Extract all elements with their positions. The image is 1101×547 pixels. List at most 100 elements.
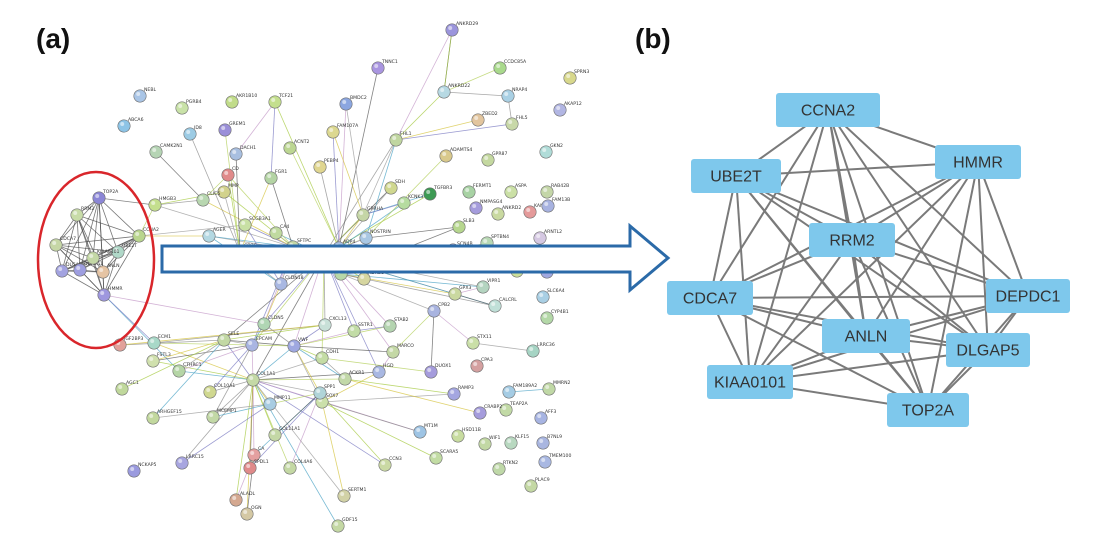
panel-a-edge xyxy=(263,283,282,325)
panel-a-edge xyxy=(76,214,119,253)
panel-a-node-highlight xyxy=(450,390,455,394)
panel-a-node: FERMT1 xyxy=(462,183,492,199)
panel-a-node: VIPR1 xyxy=(476,278,500,294)
panel-a-node-highlight xyxy=(526,208,531,212)
panel-a-edge xyxy=(98,197,156,206)
panel-a-node-highlight xyxy=(321,321,326,325)
panel-a-node-label: GREM1 xyxy=(229,121,246,127)
panel-a-edge xyxy=(395,123,513,141)
hub-node-box xyxy=(809,223,895,257)
panel-b-edge xyxy=(865,161,979,337)
panel-a-node: FSTL3 xyxy=(146,352,171,368)
panel-a-node-highlight xyxy=(374,64,379,68)
panel-a-edge xyxy=(223,191,294,248)
panel-a-node-highlight xyxy=(277,280,282,284)
panel-a-node: B7NL9 xyxy=(536,434,562,450)
panel-a-edge xyxy=(223,324,326,341)
panel-a-node-label: FAM13B xyxy=(552,197,570,203)
panel-a-node-highlight xyxy=(341,375,346,379)
panel-a-node-label: CPB2 xyxy=(438,302,450,308)
panel-a-node-highlight xyxy=(316,163,321,167)
panel-a-node: WIF1 xyxy=(478,435,501,451)
panel-a-node: SERTM1 xyxy=(337,487,366,503)
panel-a-node-label: CLDN18 xyxy=(285,275,304,281)
panel-a-node: SCARA5 xyxy=(429,449,458,465)
panel-a-node-highlight xyxy=(474,116,479,120)
panel-a-node-highlight xyxy=(73,211,78,215)
hub-node-label: ANLN xyxy=(845,329,888,346)
panel-a-node: GREM1 xyxy=(218,121,246,137)
panel-a-node-label: ANKRD2 xyxy=(502,205,521,211)
panel-a-node: CYP4B1 xyxy=(540,309,569,325)
panel-a-node: ACNT2 xyxy=(283,139,310,155)
panel-a-node-label: TOP2A xyxy=(102,189,119,195)
panel-a-edge xyxy=(98,197,140,237)
panel-a-node-label: COL4A6 xyxy=(294,459,312,465)
panel-a-edge xyxy=(293,330,355,347)
panel-a-edge xyxy=(76,214,140,237)
panel-a-node-highlight xyxy=(473,362,478,366)
panel-a-node-label: MMP xyxy=(228,183,239,189)
panel-a-node-label: HMMR xyxy=(108,286,123,292)
panel-a-edge xyxy=(252,379,386,466)
panel-a-node-label: AKR1B10 xyxy=(236,93,257,99)
panel-a-edge xyxy=(155,151,204,201)
panel-a-node-highlight xyxy=(442,152,447,156)
panel-b-edge xyxy=(851,239,989,351)
panel-a-edge xyxy=(293,325,391,347)
panel-a-edge xyxy=(103,294,180,372)
panel-a-node-label: FHL1 xyxy=(400,131,412,137)
panel-a-node-highlight xyxy=(340,492,345,496)
hub-node-depdc1: DEPDC1 xyxy=(986,279,1070,313)
hub-node-rrm2: RRM2 xyxy=(809,223,895,257)
panel-a-edge xyxy=(269,392,321,405)
panel-a-node: EPCAM xyxy=(245,336,272,352)
panel-a-node-label: STAB2 xyxy=(394,317,409,323)
panel-a-node-highlight xyxy=(175,367,180,371)
panel-a-edge xyxy=(55,244,94,259)
panel-a-node-label: UBE2T xyxy=(122,243,137,249)
panel-a-node-highlight xyxy=(537,414,542,418)
panel-a-node: HMGB3 xyxy=(148,196,176,212)
panel-a-node-label: ARNTL2 xyxy=(544,229,562,235)
panel-a-node: TGFBR3 xyxy=(423,185,452,201)
panel-a-node: CXCL13 xyxy=(318,316,347,332)
panel-a-node-label: RRM2 xyxy=(81,206,94,212)
panel-a-node: TNNC1 xyxy=(371,59,398,75)
panel-a-edge xyxy=(239,177,272,253)
panel-a-edge xyxy=(153,342,253,346)
panel-a-node: AFF3 xyxy=(534,409,556,425)
panel-a-node-highlight xyxy=(178,459,183,463)
hub-node-dlgap5: DLGAP5 xyxy=(946,333,1030,367)
panel-a-node: ALADL xyxy=(229,491,255,507)
panel-a-node: CLDN18 xyxy=(274,275,304,291)
panel-a-edge xyxy=(212,379,254,418)
panel-a-node-label: GPR87 xyxy=(492,151,507,157)
panel-a-edge xyxy=(76,214,104,273)
panel-a-node: CRABP2 xyxy=(473,404,502,420)
hub-node-label: CDCA7 xyxy=(683,291,737,308)
hub-node-ccna2: CCNA2 xyxy=(776,93,880,127)
panel-a-node-label: ARHGEF15 xyxy=(157,409,182,415)
panel-a-node-highlight xyxy=(199,196,204,200)
panel-a-node-highlight xyxy=(507,188,512,192)
panel-a-edge xyxy=(270,101,276,179)
panel-a-node-highlight xyxy=(221,126,226,130)
panel-a-edge xyxy=(152,339,225,419)
panel-a-node-label: PEBP4 xyxy=(324,158,339,164)
panel-a-edge xyxy=(152,339,225,362)
panel-a-node: CLIC5 xyxy=(196,191,220,207)
panel-a-node-highlight xyxy=(266,400,271,404)
panel-a-edge xyxy=(103,294,265,325)
panel-a-node: GDF15 xyxy=(331,517,358,533)
panel-a-node-label: DLGAP5 xyxy=(66,262,85,268)
panel-a-node-label: ALADL xyxy=(240,491,255,497)
panel-a-node: MMP11 xyxy=(263,395,291,411)
panel-a-node-label: ANLN xyxy=(107,263,120,269)
panel-a-edge xyxy=(121,339,225,390)
hub-node-hmmr: HMMR xyxy=(935,145,1021,179)
panel-a-node-highlight xyxy=(178,104,183,108)
panel-a-node-highlight xyxy=(271,431,276,435)
hub-node-box xyxy=(691,159,781,193)
panel-a-node: BMDC2 xyxy=(339,95,367,111)
